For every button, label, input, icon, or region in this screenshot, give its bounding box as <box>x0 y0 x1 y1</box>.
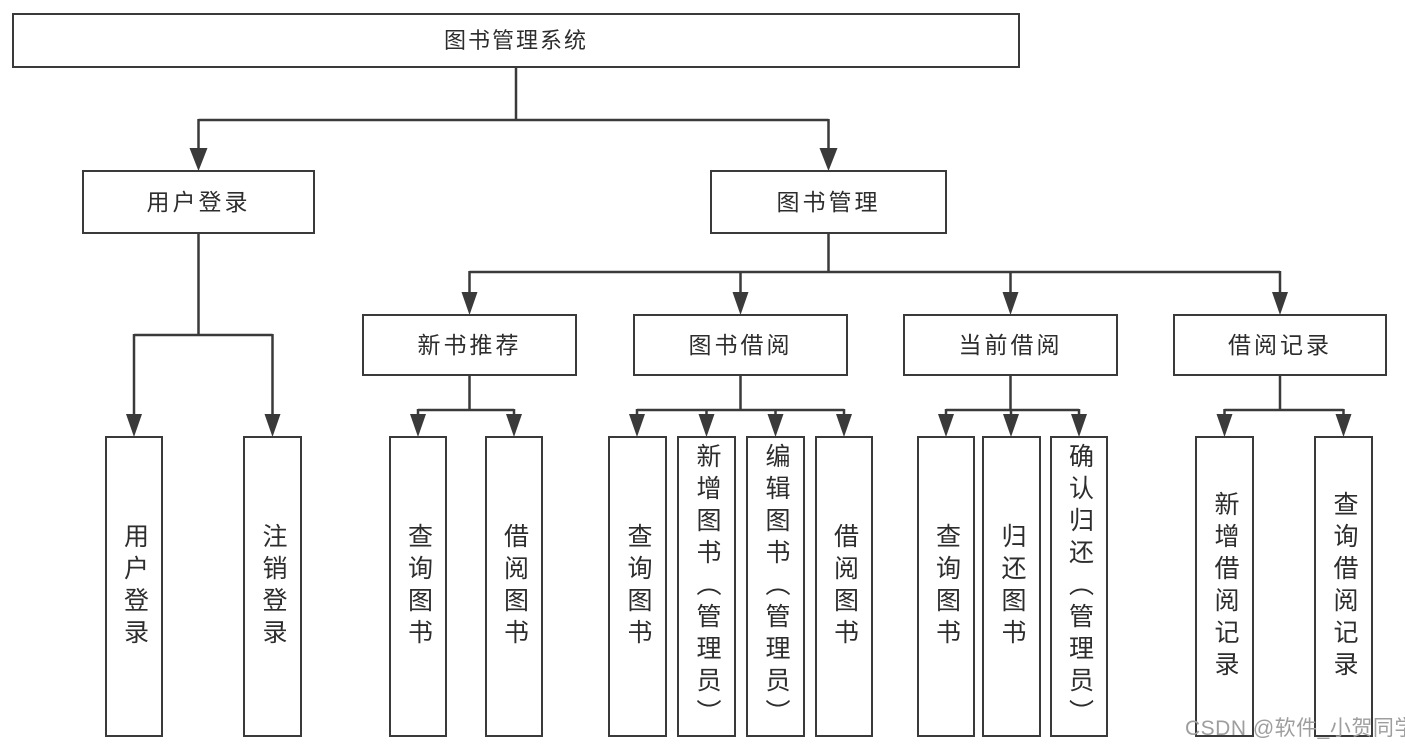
leaf-records-query-record: 查询借阅记录 <box>1314 436 1373 737</box>
node-label: 查询图书 <box>404 522 433 651</box>
node-label: 借阅记录 <box>1228 331 1332 358</box>
leaf-borrow-query-books: 查询图书 <box>608 436 667 737</box>
node-library-management-system: 图书管理系统 <box>12 13 1020 68</box>
node-label: 注销登录 <box>259 522 287 651</box>
node-label: 图书借阅 <box>688 331 793 358</box>
node-label: 当前借阅 <box>958 331 1063 358</box>
leaf-user-login: 用户登录 <box>105 436 163 737</box>
leaf-borrow-borrow-books: 借阅图书 <box>815 436 873 737</box>
node-user-login: 用户登录 <box>82 170 315 234</box>
node-label: 查询图书 <box>624 522 652 651</box>
node-label: 新增借阅记录 <box>1211 490 1239 683</box>
node-label: 确认归还（管理员） <box>1065 442 1094 731</box>
leaf-current-query-books: 查询图书 <box>917 436 975 737</box>
node-borrow-records: 借阅记录 <box>1173 314 1387 376</box>
node-label: 查询借阅记录 <box>1330 490 1358 683</box>
leaf-current-confirm-return-admin: 确认归还（管理员） <box>1050 436 1108 737</box>
node-book-management: 图书管理 <box>710 170 947 234</box>
leaf-logout: 注销登录 <box>243 436 302 737</box>
node-label: 借阅图书 <box>830 522 859 651</box>
node-label: 图书管理系统 <box>443 27 588 53</box>
leaf-newbook-borrow-books: 借阅图书 <box>485 436 543 737</box>
node-label: 图书管理 <box>776 188 881 215</box>
leaf-borrow-add-books-admin: 新增图书（管理员） <box>677 436 736 737</box>
node-label: 新书推荐 <box>417 331 522 358</box>
leaf-records-add-record: 新增借阅记录 <box>1195 436 1254 737</box>
node-new-book-recommend: 新书推荐 <box>362 314 577 376</box>
node-label: 用户登录 <box>120 522 149 651</box>
csdn-watermark: CSDN @软件_小贺同学 <box>1185 717 1405 740</box>
leaf-current-return-books: 归还图书 <box>982 436 1041 737</box>
node-book-borrow: 图书借阅 <box>633 314 848 376</box>
leaf-newbook-query-books: 查询图书 <box>389 436 447 737</box>
node-label: 查询图书 <box>932 522 961 651</box>
node-label: 用户登录 <box>146 188 251 215</box>
leaf-borrow-edit-books-admin: 编辑图书（管理员） <box>746 436 805 737</box>
node-current-borrow: 当前借阅 <box>903 314 1118 376</box>
node-label: 编辑图书（管理员） <box>762 442 790 731</box>
node-label: 新增图书（管理员） <box>693 442 721 731</box>
node-label: 归还图书 <box>998 522 1026 651</box>
node-label: 借阅图书 <box>500 522 529 651</box>
